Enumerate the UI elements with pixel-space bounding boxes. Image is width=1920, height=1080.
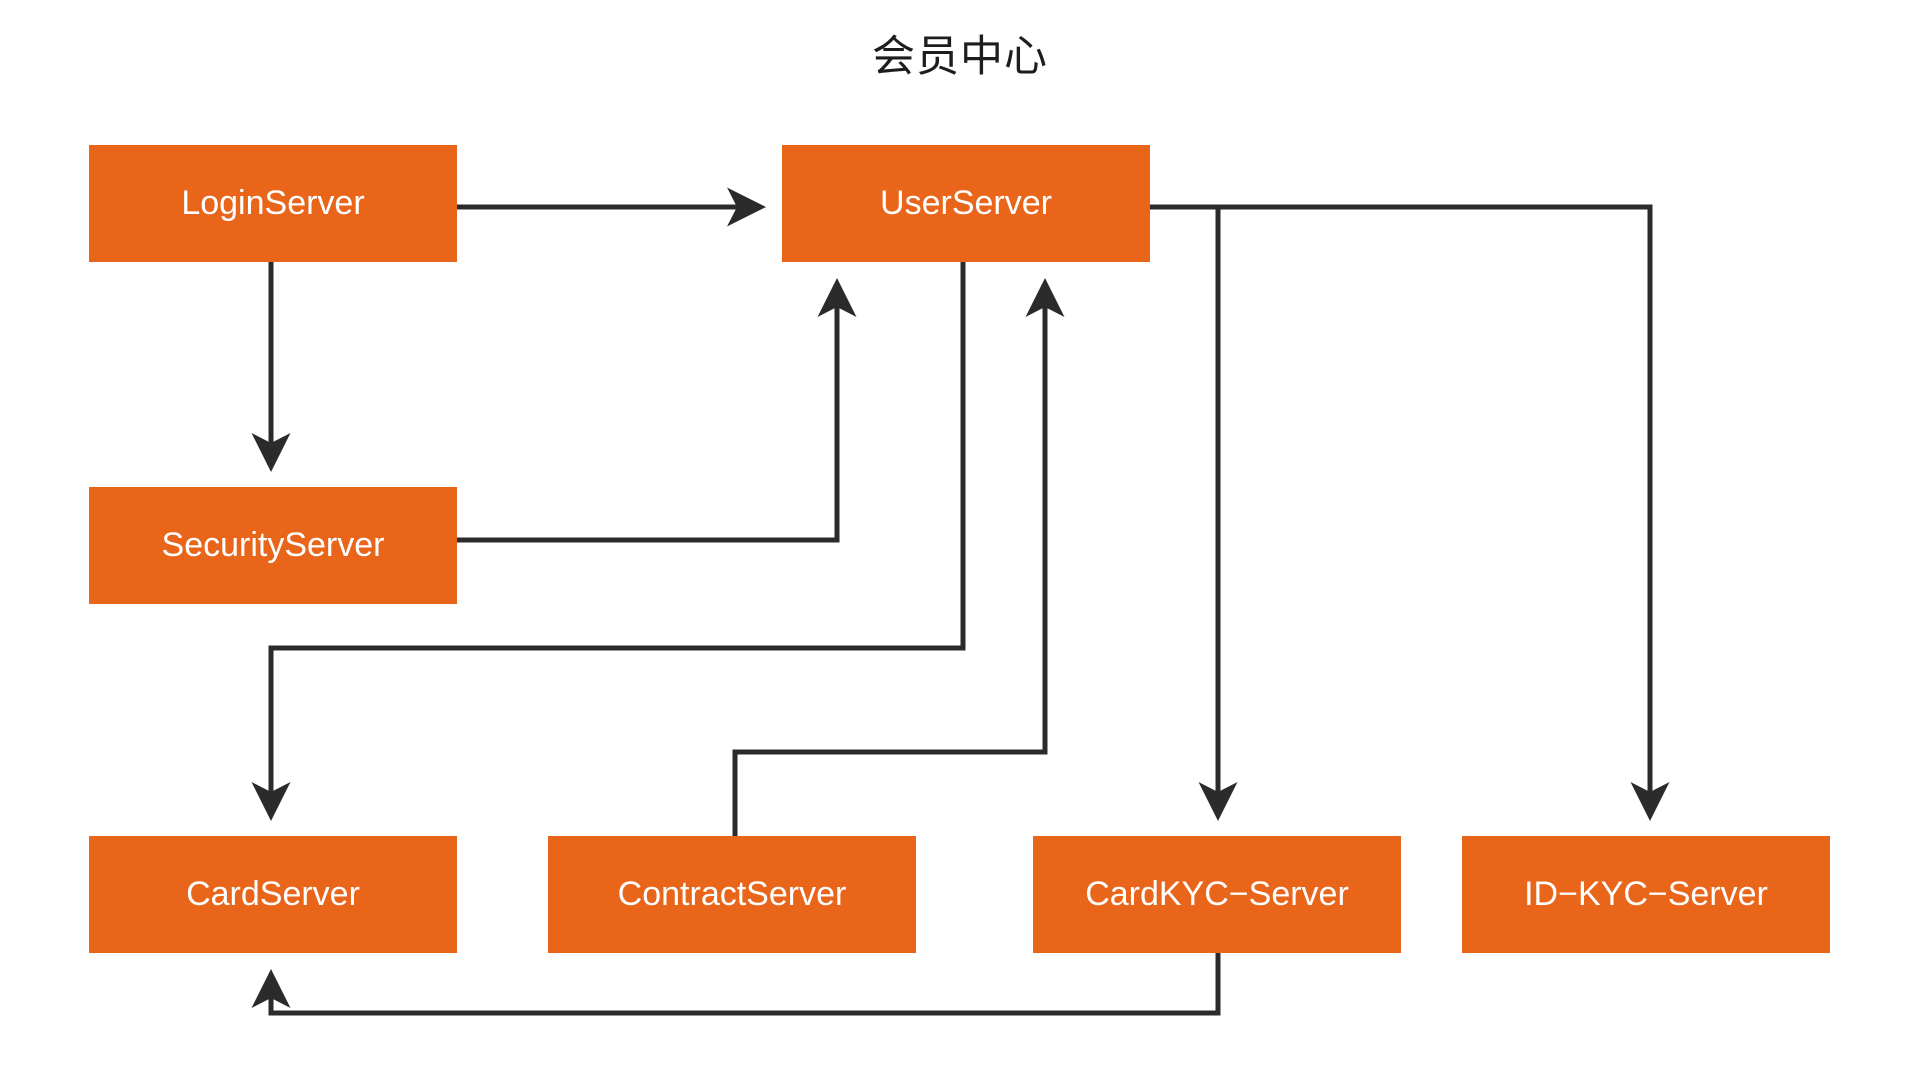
node-label: UserServer (880, 184, 1052, 222)
node-contract[interactable]: ContractServer (548, 836, 916, 953)
edge-user-to-idkyc (1150, 204, 1670, 822)
edge-user-to-cardkyc (1150, 204, 1238, 822)
node-label: LoginServer (181, 184, 365, 222)
node-security[interactable]: SecurityServer (89, 487, 457, 604)
node-card[interactable]: CardServer (89, 836, 457, 953)
node-user[interactable]: UserServer (782, 145, 1150, 262)
node-label: CardKYC−Server (1085, 875, 1349, 913)
edge-cardkyc-to-card (251, 953, 1221, 1016)
node-login[interactable]: LoginServer (89, 145, 457, 262)
node-cardkyc[interactable]: CardKYC−Server (1033, 836, 1401, 953)
node-label: ContractServer (617, 875, 847, 913)
node-label: CardServer (186, 875, 360, 913)
node-label: ID−KYC−Server (1524, 875, 1768, 913)
node-idkyc[interactable]: ID−KYC−Server (1462, 836, 1830, 953)
diagram-title: 会员中心 (872, 33, 1048, 81)
edge-security-to-user (457, 277, 857, 543)
node-label: SecurityServer (161, 526, 385, 564)
edge-contract-to-user (732, 277, 1065, 836)
